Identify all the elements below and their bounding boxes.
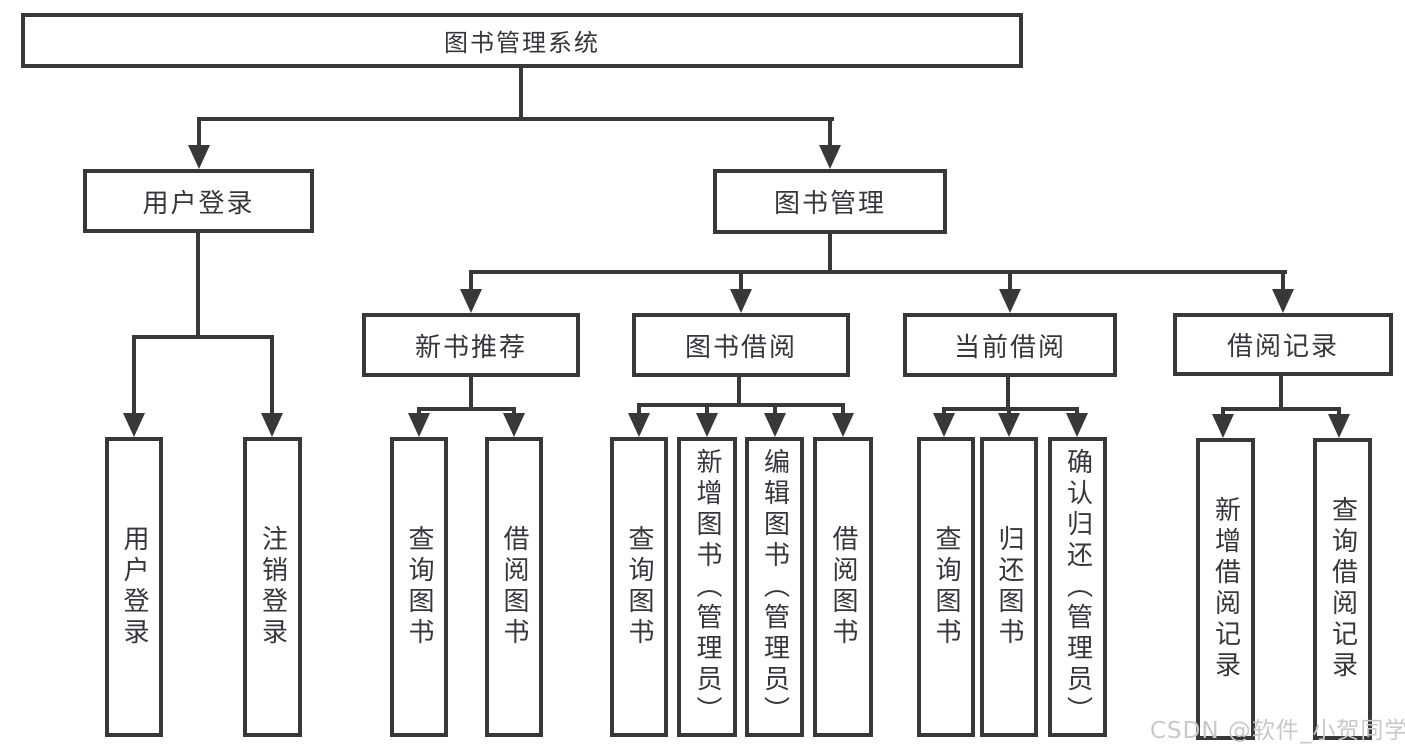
arrow-to-current-borrow: [999, 270, 1021, 313]
arrow-to-leaf-cb-confirm: [1066, 407, 1088, 437]
leaf-bb-add-book: 新增图书（管理员）: [677, 437, 737, 737]
arrow-to-book-management: [819, 117, 841, 169]
leaf-user-login: 用户登录: [105, 437, 163, 737]
leaf-bb-query-book: 查询图书: [610, 437, 668, 737]
arrow-to-leaf-nbr-borrow: [503, 407, 525, 437]
leaf-nbr-borrow-book: 借阅图书: [485, 437, 543, 737]
arrow-to-book-borrow: [730, 270, 752, 313]
node-current-borrow: 当前借阅: [903, 313, 1117, 377]
leaf-bb-borrow-book: 借阅图书: [813, 437, 873, 737]
node-book-management: 图书管理: [713, 169, 947, 234]
connector-book-management-stem: [828, 233, 832, 274]
arrow-to-leaf-cb-query: [933, 407, 955, 437]
connector-root-stem: [519, 68, 523, 121]
connector-root-rail: [197, 117, 834, 121]
arrow-to-borrow-records: [1272, 270, 1294, 313]
arrow-to-leaf-bb-query: [628, 403, 650, 437]
arrow-to-leaf-br-add: [1212, 407, 1234, 438]
connector-new-book-recommend-stem: [469, 377, 473, 411]
arrow-to-leaf-bb-borrow: [832, 403, 854, 437]
leaf-bb-edit-book: 编辑图书（管理员）: [745, 437, 804, 737]
arrow-to-leaf-cb-return: [998, 407, 1020, 437]
leaf-nbr-query-book: 查询图书: [390, 437, 448, 737]
arrow-to-leaf-nbr-query: [408, 407, 430, 437]
arrow-to-leaf-br-query: [1328, 407, 1350, 438]
arrow-to-new-book-recommend: [460, 270, 482, 313]
arrow-to-leaf-bb-add: [696, 403, 718, 437]
leaf-cb-return-book: 归还图书: [980, 437, 1038, 737]
connector-book-borrow-stem: [737, 377, 741, 407]
connector-new-book-recommend-rail: [417, 407, 516, 411]
leaf-br-add-record: 新增借阅记录: [1196, 438, 1255, 740]
node-book-borrow: 图书借阅: [632, 313, 850, 377]
leaf-logout: 注销登录: [243, 437, 302, 737]
arrow-to-user-login: [188, 117, 210, 169]
arrow-to-leaf-user-login: [123, 335, 145, 437]
connector-user-login-stem: [196, 232, 200, 339]
node-user-login: 用户登录: [83, 169, 314, 233]
watermark: CSDN @软件_小贺同学: [1150, 718, 1405, 744]
node-new-book-recommend: 新书推荐: [362, 313, 580, 377]
leaf-cb-query-book: 查询图书: [917, 437, 975, 737]
connector-borrow-records-stem: [1279, 375, 1283, 411]
connector-current-borrow-stem: [1006, 377, 1010, 411]
arrow-to-leaf-bb-edit: [764, 403, 786, 437]
arrow-to-leaf-logout: [261, 335, 283, 437]
node-root: 图书管理系统: [21, 13, 1023, 68]
connector-book-borrow-rail: [637, 403, 845, 407]
connector-book-management-rail: [469, 270, 1287, 274]
leaf-cb-confirm-return: 确认归还（管理员）: [1048, 437, 1107, 737]
connector-borrow-records-rail: [1221, 407, 1341, 411]
leaf-br-query-record: 查询借阅记录: [1313, 438, 1372, 740]
connector-user-login-rail: [132, 335, 274, 339]
node-borrow-records: 借阅记录: [1173, 313, 1393, 376]
